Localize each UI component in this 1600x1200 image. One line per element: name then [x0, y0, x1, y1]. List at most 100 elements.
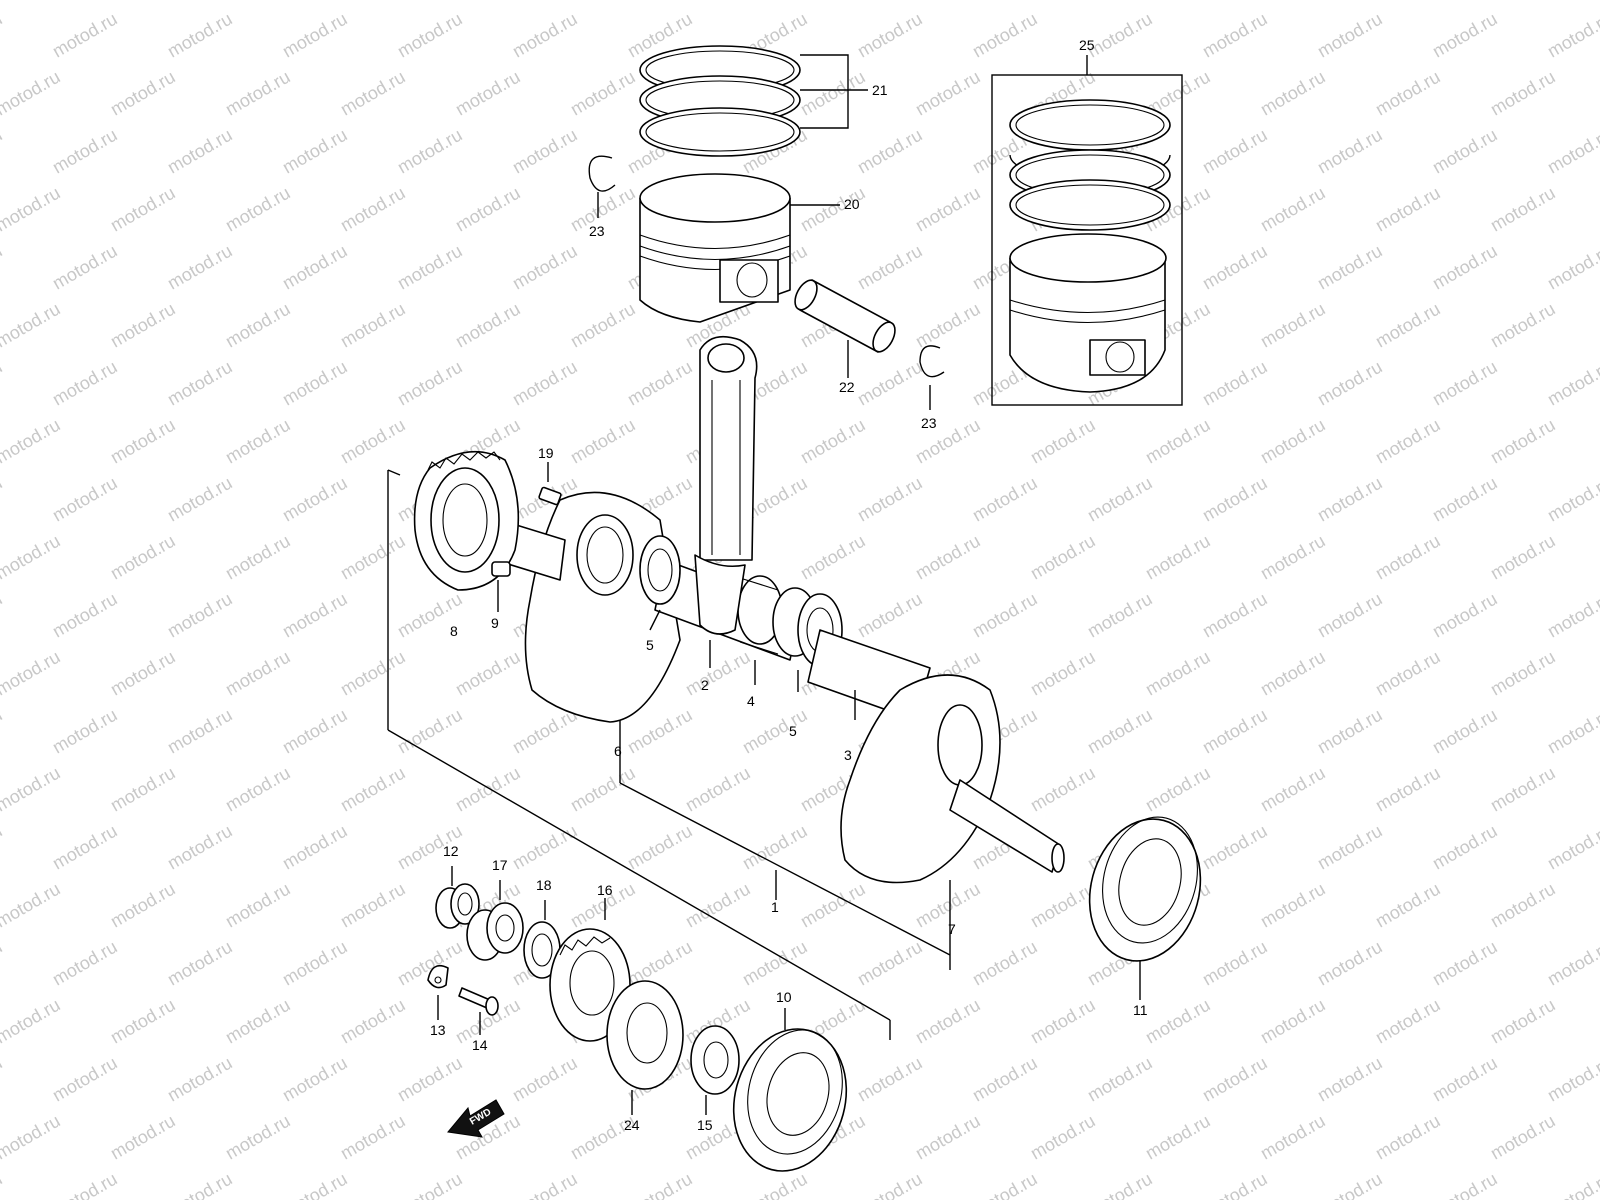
watermark-text: motod.ru — [1257, 995, 1329, 1048]
watermark-text: motod.ru — [222, 647, 294, 700]
watermark-text: motod.ru — [624, 821, 696, 874]
watermark-text: motod.ru — [1257, 299, 1329, 352]
callout-3: 3 — [844, 747, 852, 763]
watermark-text: motod.ru — [107, 183, 179, 236]
watermark-text: motod.ru — [624, 1169, 696, 1200]
watermark-text: motod.ru — [739, 821, 811, 874]
watermark-text: motod.ru — [969, 589, 1041, 642]
crankshaft-right-web — [619, 674, 1065, 970]
watermark-text: motod.ru — [1027, 879, 1099, 932]
watermark-text: motod.ru — [0, 1053, 6, 1106]
callout-2: 2 — [701, 677, 709, 693]
watermark-text: motod.ru — [509, 1169, 581, 1200]
callout-20: 20 — [844, 196, 860, 212]
watermark-text: motod.ru — [49, 9, 121, 62]
callout-21: 21 — [872, 82, 888, 98]
watermark-text: motod.ru — [739, 705, 811, 758]
watermark-text: motod.ru — [1142, 531, 1214, 584]
bushing-17 — [466, 880, 524, 961]
watermark-text: motod.ru — [1314, 125, 1386, 178]
watermark-text: motod.ru — [567, 415, 639, 468]
watermark-text: motod.ru — [49, 589, 121, 642]
callout-22: 22 — [839, 379, 855, 395]
watermark-text: motod.ru — [394, 125, 466, 178]
watermark-text: motod.ru — [0, 125, 6, 178]
watermark-text: motod.ru — [797, 531, 869, 584]
piston-pin-circlip — [919, 345, 945, 410]
watermark-text: motod.ru — [452, 299, 524, 352]
connecting-rod — [699, 335, 758, 561]
watermark-text: motod.ru — [279, 473, 351, 526]
watermark-text: motod.ru — [394, 705, 466, 758]
watermark-text: motod.ru — [1429, 357, 1501, 410]
watermark-text: motod.ru — [279, 241, 351, 294]
watermark-text: motod.ru — [1372, 67, 1444, 120]
crankshaft-bearing-right — [1088, 816, 1202, 1000]
callout-25: 25 — [1079, 37, 1095, 53]
watermark-text: motod.ru — [1257, 531, 1329, 584]
watermark-text: motod.ru — [222, 531, 294, 584]
watermark-text: motod.ru — [1487, 67, 1559, 120]
watermark-text: motod.ru — [49, 1169, 121, 1200]
watermark-text: motod.ru — [0, 241, 6, 294]
watermark-text: motod.ru — [1314, 241, 1386, 294]
callout-12: 12 — [443, 843, 459, 859]
watermark-text: motod.ru — [0, 531, 64, 584]
watermark-text: motod.ru — [0, 183, 64, 236]
watermark-text: motod.ru — [912, 299, 984, 352]
watermark-text: motod.ru — [1487, 647, 1559, 700]
watermark-text: motod.ru — [107, 1111, 179, 1164]
watermark-text: motod.ru — [337, 299, 409, 352]
watermark-text: motod.ru — [164, 125, 236, 178]
watermark-text: motod.ru — [1429, 1169, 1501, 1200]
watermark-text: motod.ru — [164, 937, 236, 990]
watermark-text: motod.ru — [1314, 473, 1386, 526]
watermark-text: motod.ru — [1314, 821, 1386, 874]
watermark-text: motod.ru — [1487, 415, 1559, 468]
watermark-text: motod.ru — [164, 589, 236, 642]
watermark-text: motod.ru — [854, 473, 926, 526]
watermark-text: motod.ru — [222, 67, 294, 120]
watermark-text: motod.ru — [337, 763, 409, 816]
watermark-text: motod.ru — [49, 241, 121, 294]
watermark-text: motod.ru — [854, 357, 926, 410]
watermark-text: motod.ru — [1429, 821, 1501, 874]
watermark-text: motod.ru — [49, 1053, 121, 1106]
watermark-text: motod.ru — [854, 9, 926, 62]
watermark-text: motod.ru — [279, 705, 351, 758]
watermark-text: motod.ru — [1487, 763, 1559, 816]
watermark-text: motod.ru — [0, 357, 6, 410]
watermark-text: motod.ru — [0, 879, 64, 932]
crankshaft-bearing-left — [732, 1008, 848, 1172]
watermark-text: motod.ru — [164, 357, 236, 410]
watermark-text: motod.ru — [49, 357, 121, 410]
watermark-text: motod.ru — [969, 473, 1041, 526]
watermark-text: motod.ru — [1429, 125, 1501, 178]
woodruff-key — [538, 462, 562, 506]
watermark-text: motod.ru — [1257, 415, 1329, 468]
watermark-text: motod.ru — [969, 9, 1041, 62]
callout-5: 5 — [646, 637, 654, 653]
watermark-text: motod.ru — [0, 647, 64, 700]
watermark-text: motod.ru — [1372, 1111, 1444, 1164]
watermark-text: motod.ru — [1372, 647, 1444, 700]
watermark-text: motod.ru — [912, 183, 984, 236]
watermark-text: motod.ru — [509, 125, 581, 178]
watermark-text: motod.ru — [0, 0, 64, 3]
watermark-text: motod.ru — [1027, 0, 1099, 3]
watermark-text: motod.ru — [1544, 1053, 1600, 1106]
watermark-text: motod.ru — [797, 879, 869, 932]
watermark-text: motod.ru — [222, 763, 294, 816]
conrod-big-end-cap — [694, 554, 746, 668]
watermark-text: motod.ru — [1487, 995, 1559, 1048]
watermark-text: motod.ru — [164, 241, 236, 294]
watermark-text: motod.ru — [1429, 937, 1501, 990]
watermark-text: motod.ru — [1429, 9, 1501, 62]
dowel-pin — [491, 561, 511, 612]
callout-24: 24 — [624, 1117, 640, 1133]
piston-rings — [639, 45, 868, 157]
watermark-text: motod.ru — [1084, 1169, 1156, 1200]
watermark-text: motod.ru — [1257, 1111, 1329, 1164]
watermark-text: motod.ru — [1544, 705, 1600, 758]
watermark-text: motod.ru — [164, 821, 236, 874]
